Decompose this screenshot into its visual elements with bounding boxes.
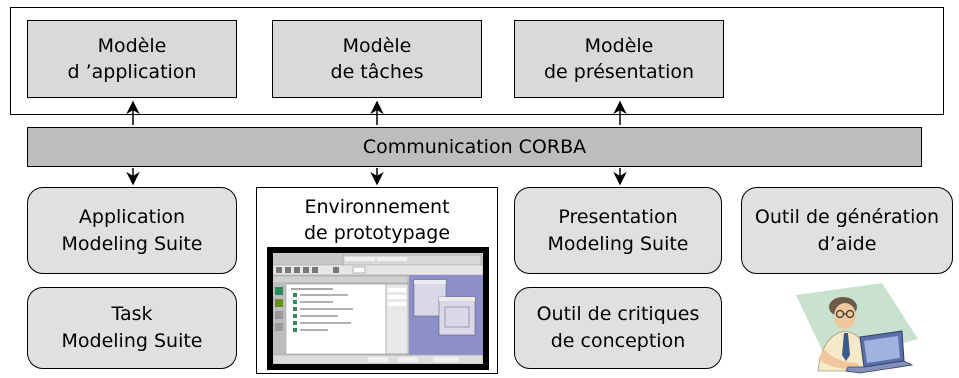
presentation-suite-line2: Modeling Suite — [547, 232, 689, 255]
environment-line2: de prototypage — [303, 222, 451, 244]
task-suite-line2: Modeling Suite — [61, 330, 203, 352]
application-model-line1: Modèle — [97, 35, 167, 57]
presentation-modeling-suite-box: Presentation Modeling Suite — [514, 187, 722, 274]
task-suite-line1: Task — [111, 303, 153, 325]
presentation-model-line2: de présentation — [543, 61, 695, 83]
prototyping-environment-box: Environnement de prototypage — [256, 187, 498, 374]
environment-title: Environnement de prototypage — [257, 194, 497, 246]
presentation-model-box: Modèle de présentation — [514, 20, 724, 98]
task-modeling-suite-box: Task Modeling Suite — [27, 287, 237, 369]
person-at-laptop-icon — [790, 283, 920, 374]
application-suite-line2: Modeling Suite — [61, 232, 203, 255]
task-model-line2: de tâches — [330, 61, 424, 83]
task-model-line1: Modèle — [342, 35, 412, 57]
help-tool-line1: Outil de génération — [754, 205, 940, 228]
prototype-screen — [273, 253, 483, 364]
corba-bus: Communication CORBA — [27, 127, 922, 167]
corba-bus-label: Communication CORBA — [362, 136, 587, 158]
help-generation-tool-box: Outil de génération d’aide — [741, 187, 953, 274]
application-suite-line1: Application — [78, 205, 186, 228]
presentation-model-line1: Modèle — [584, 35, 654, 57]
task-model-box: Modèle de tâches — [272, 20, 482, 98]
environment-line1: Environnement — [304, 196, 450, 218]
critique-tool-line2: de conception — [550, 330, 686, 352]
prototype-ui-drawing — [273, 253, 483, 364]
presentation-suite-line1: Presentation — [558, 205, 678, 228]
critique-tool-line1: Outil de critiques — [536, 303, 700, 325]
design-critique-tool-box: Outil de critiques de conception — [514, 287, 722, 369]
help-tool-line2: d’aide — [817, 232, 877, 255]
application-model-line2: d ’application — [67, 61, 197, 83]
prototype-screenshot-icon — [267, 247, 489, 370]
application-model-box: Modèle d ’application — [27, 20, 237, 98]
application-modeling-suite-box: Application Modeling Suite — [27, 187, 237, 274]
